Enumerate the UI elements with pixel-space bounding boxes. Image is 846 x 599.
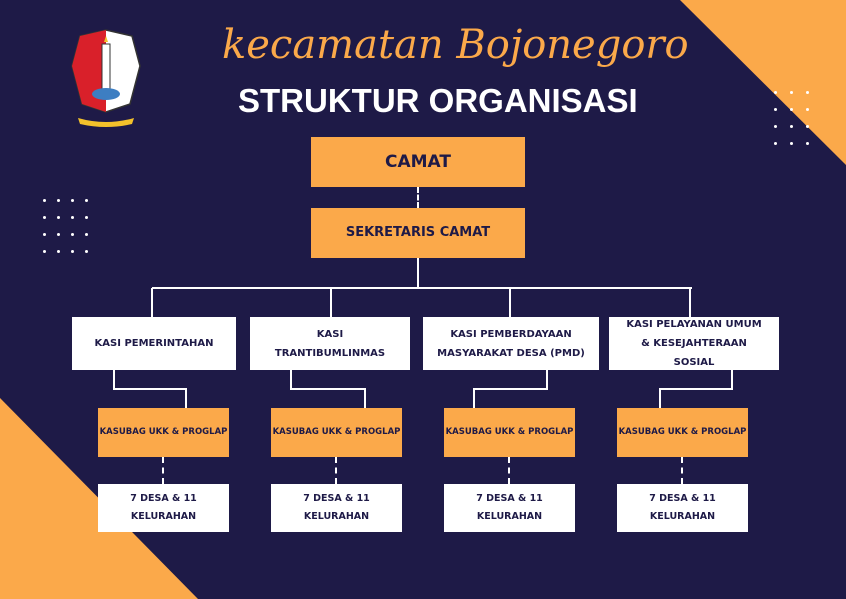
connector — [509, 288, 511, 317]
dot — [790, 142, 793, 145]
dot — [774, 142, 777, 145]
dot — [85, 216, 88, 219]
dot — [85, 233, 88, 236]
connector — [113, 388, 187, 390]
dot — [71, 250, 74, 253]
sekretaris-camat-box: SEKRETARIS CAMAT — [311, 208, 525, 258]
kasubag-box: KASUBAG UKK & PROGLAP — [271, 408, 402, 457]
dot — [806, 125, 809, 128]
dot — [43, 250, 46, 253]
desa-box: 7 DESA & 11 KELURAHAN — [444, 484, 575, 532]
camat-box: CAMAT — [311, 137, 525, 187]
kasi-box: KASI TRANTIBUMLINMAS — [250, 317, 410, 370]
dot — [57, 216, 60, 219]
desa-box: 7 DESA & 11 KELURAHAN — [271, 484, 402, 532]
connector — [473, 388, 475, 408]
dot — [806, 108, 809, 111]
connector — [731, 370, 733, 390]
kasubag-box: KASUBAG UKK & PROGLAP — [98, 408, 229, 457]
dot — [43, 216, 46, 219]
connector — [151, 288, 153, 317]
dot — [790, 91, 793, 94]
connector — [290, 388, 366, 390]
dot — [774, 91, 777, 94]
kasubag-box: KASUBAG UKK & PROGLAP — [444, 408, 575, 457]
dot — [85, 250, 88, 253]
dot — [806, 142, 809, 145]
bojonegoro-logo — [71, 29, 141, 127]
connector — [473, 388, 548, 390]
dot — [774, 108, 777, 111]
connector — [546, 370, 548, 390]
connector — [364, 388, 366, 408]
connector — [162, 457, 164, 484]
kasi-box: KASI PEMERINTAHAN — [72, 317, 236, 370]
dot — [790, 108, 793, 111]
kasi-box: KASI PEMBERDAYAAN MASYARAKAT DESA (PMD) — [423, 317, 599, 370]
dot — [57, 199, 60, 202]
kasubag-box: KASUBAG UKK & PROGLAP — [617, 408, 748, 457]
dot-grid-right — [774, 91, 822, 145]
desa-box: 7 DESA & 11 KELURAHAN — [98, 484, 229, 532]
connector — [659, 388, 733, 390]
connector — [689, 288, 691, 317]
dot — [790, 125, 793, 128]
connector — [508, 457, 510, 484]
connector — [113, 370, 115, 390]
connector — [290, 370, 292, 390]
dot — [57, 250, 60, 253]
connector — [417, 258, 419, 289]
page-title: STRUKTUR ORGANISASI — [238, 82, 638, 119]
dot — [57, 233, 60, 236]
connector — [335, 457, 337, 484]
page-subtitle: kecamatan Bojonegoro — [222, 22, 689, 68]
connector — [659, 388, 661, 408]
dot — [774, 125, 777, 128]
connector — [152, 287, 692, 289]
dot — [806, 91, 809, 94]
dot-grid-left — [43, 199, 99, 253]
kasi-box: KASI PELAYANAN UMUM & KESEJAHTERAAN SOSI… — [609, 317, 779, 370]
connector — [417, 187, 419, 208]
dot — [43, 233, 46, 236]
connector — [681, 457, 683, 484]
dot — [85, 199, 88, 202]
dot — [43, 199, 46, 202]
dot — [71, 233, 74, 236]
connector — [330, 288, 332, 317]
desa-box: 7 DESA & 11 KELURAHAN — [617, 484, 748, 532]
dot — [71, 199, 74, 202]
dot — [71, 216, 74, 219]
connector — [185, 388, 187, 408]
